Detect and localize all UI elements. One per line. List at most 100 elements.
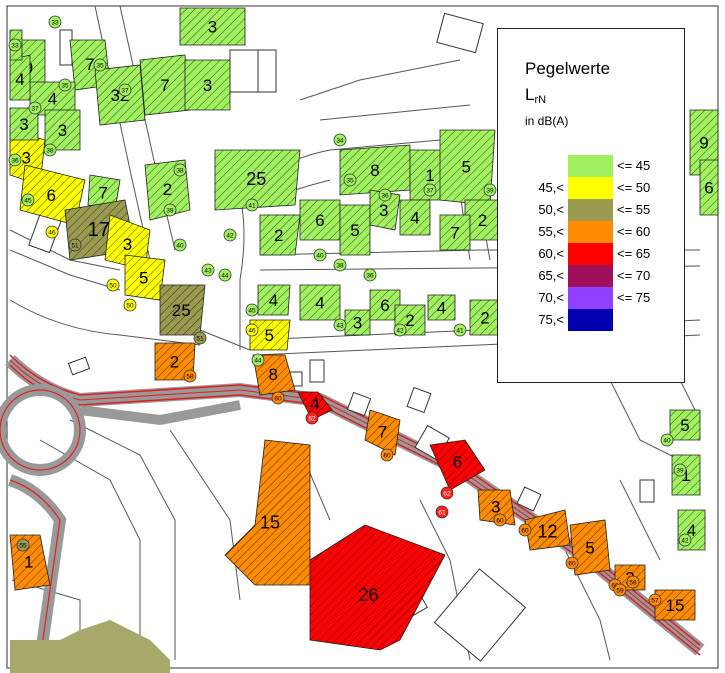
receiver-marker-dot (343, 173, 357, 187)
receiver-marker[interactable]: 33 (48, 15, 62, 29)
receiver-marker[interactable]: 38 (173, 163, 187, 177)
building-b-7e[interactable]: 7 (364, 409, 401, 456)
building-b-6b[interactable]: 6 (299, 199, 341, 241)
building-b-4g[interactable]: 4 (297, 391, 333, 421)
building-b-5d[interactable]: 5 (339, 204, 371, 256)
receiver-marker[interactable]: 39 (673, 463, 687, 477)
receiver-marker[interactable]: 58 (626, 575, 640, 589)
receiver-marker[interactable]: 45 (245, 303, 259, 317)
receiver-marker-dot (378, 188, 392, 202)
receiver-marker[interactable]: 35 (58, 78, 72, 92)
receiver-marker[interactable]: 36 (363, 268, 377, 282)
building-b-5g[interactable]: 5 (669, 409, 701, 441)
receiver-marker[interactable]: 38 (333, 258, 347, 272)
building-b-15a[interactable]: 15 (654, 589, 696, 621)
receiver-marker[interactable]: 60 (271, 391, 285, 405)
building-b-7d[interactable]: 7 (439, 214, 471, 251)
building-b-25a[interactable]: 25 (214, 149, 301, 211)
receiver-marker[interactable]: 50 (106, 278, 120, 292)
receiver-marker[interactable]: 35 (343, 173, 357, 187)
receiver-marker[interactable]: 40 (313, 248, 327, 262)
receiver-marker[interactable]: 34 (333, 133, 347, 147)
receiver-marker[interactable]: 60 (565, 556, 579, 570)
receiver-marker[interactable]: 39 (163, 203, 177, 217)
building-b-7c[interactable]: 7 (87, 174, 121, 211)
receiver-marker[interactable]: 43 (201, 263, 215, 277)
building-b-2f[interactable]: 2 (469, 299, 501, 336)
building-b-4c[interactable]: 4 (399, 199, 431, 236)
building-b-9b[interactable]: 9 (689, 109, 719, 176)
receiver-marker[interactable]: 40 (173, 238, 187, 252)
receiver-marker[interactable]: 50 (123, 298, 137, 312)
receiver-marker[interactable]: 55 (16, 538, 30, 552)
building-b-8a[interactable]: 8 (339, 144, 411, 196)
receiver-marker[interactable]: 61 (435, 505, 449, 519)
receiver-marker[interactable]: 44 (251, 353, 265, 367)
building-b-5f[interactable]: 5 (569, 519, 611, 576)
receiver-marker[interactable]: 45 (21, 193, 35, 207)
building-b-2d[interactable]: 2 (259, 214, 301, 256)
building-hatch (250, 320, 290, 350)
building-b-26[interactable]: 26 (309, 524, 446, 651)
receiver-marker[interactable]: 40 (660, 433, 674, 447)
receiver-marker[interactable]: 36 (8, 153, 22, 167)
building-b-5e[interactable]: 5 (249, 319, 291, 351)
receiver-marker[interactable]: 51 (193, 331, 207, 345)
receiver-marker[interactable]: 37 (28, 101, 42, 115)
building-label: 25 (246, 169, 266, 189)
building-b-3g[interactable]: 3 (344, 309, 371, 336)
receiver-marker[interactable]: 37 (118, 83, 132, 97)
receiver-marker[interactable]: 42 (393, 323, 407, 337)
building-b-6d[interactable]: 6 (429, 439, 486, 491)
receiver-marker[interactable]: 62 (440, 486, 454, 500)
building-b-25b[interactable]: 25 (159, 284, 206, 336)
receiver-marker[interactable]: 46 (45, 225, 59, 239)
building-b-6e[interactable]: 6 (699, 159, 719, 216)
legend-row: 55,<<= 60 (498, 221, 684, 243)
building-b-3d[interactable]: 3 (104, 214, 151, 271)
receiver-marker[interactable]: 41 (453, 323, 467, 337)
building-b-3h[interactable]: 3 (477, 489, 516, 526)
receiver-marker[interactable]: 51 (68, 238, 82, 252)
building-b-3a[interactable]: 3 (179, 7, 246, 46)
building-b-15b[interactable]: 15 (224, 439, 311, 586)
building-b-3b[interactable]: 3 (44, 109, 81, 151)
receiver-marker[interactable]: 57 (648, 593, 662, 607)
receiver-marker[interactable]: 43 (333, 318, 347, 332)
receiver-marker[interactable]: 42 (678, 533, 692, 547)
building-b-6c[interactable]: 6 (369, 289, 401, 321)
receiver-marker[interactable]: 39 (483, 183, 497, 197)
building-label: 4 (269, 291, 278, 310)
receiver-marker[interactable]: 58 (183, 369, 197, 383)
receiver-marker[interactable]: 35 (93, 58, 107, 72)
receiver-marker-dot (251, 353, 265, 367)
receiver-marker[interactable]: 42 (223, 228, 237, 242)
receiver-marker[interactable]: 60 (518, 523, 532, 537)
receiver-marker[interactable]: 60 (380, 448, 394, 462)
receiver-marker[interactable]: 46 (245, 323, 259, 337)
receiver-marker[interactable]: 38 (43, 143, 57, 157)
receiver-marker[interactable]: 59 (613, 583, 627, 597)
building-b-32[interactable]: 32 (94, 64, 146, 126)
receiver-marker[interactable]: 44 (218, 268, 232, 282)
receiver-marker[interactable]: 33 (8, 38, 22, 52)
receiver-marker-value: 62 (308, 416, 316, 423)
building-b-12[interactable]: 12 (524, 509, 571, 551)
building-b-33[interactable]: 3 (184, 59, 231, 111)
receiver-marker[interactable]: 41 (245, 198, 259, 212)
building-b-7b[interactable]: 7 (139, 54, 191, 116)
legend-swatch (568, 265, 613, 287)
receiver-marker[interactable]: 60 (493, 513, 507, 527)
building-b-5c[interactable]: 5 (439, 129, 496, 206)
building-b-4d[interactable]: 4 (257, 284, 291, 316)
building-b-8b[interactable]: 8 (252, 354, 296, 396)
building-b-4e[interactable]: 4 (299, 284, 341, 321)
receiver-marker[interactable]: 36 (378, 188, 392, 202)
receiver-marker[interactable]: 62 (305, 411, 319, 425)
building-b-5a[interactable]: 5 (124, 254, 166, 301)
building-b-4b[interactable]: 4 (9, 54, 31, 101)
building-b-3f[interactable]: 3 (369, 189, 401, 231)
building-b-4f[interactable]: 4 (427, 294, 456, 321)
building-b-3e[interactable]: 3 (9, 107, 39, 141)
receiver-marker[interactable]: 37 (423, 183, 437, 197)
